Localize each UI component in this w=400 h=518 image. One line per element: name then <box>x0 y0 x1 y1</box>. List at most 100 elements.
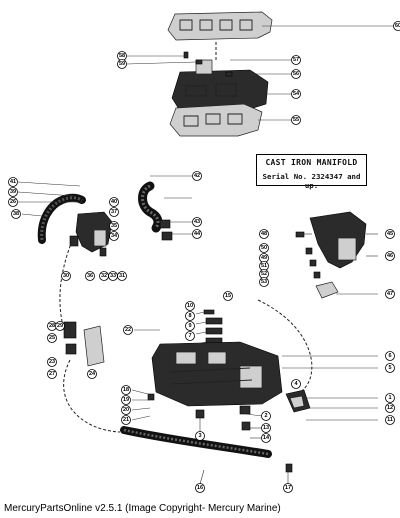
svg-text:51: 51 <box>261 263 267 269</box>
svg-text:33: 33 <box>110 273 116 279</box>
callout: 4 <box>291 379 301 389</box>
copyright-footer: MercuryPartsOnline v2.5.1 (Image Copyrig… <box>4 503 281 514</box>
svg-text:1: 1 <box>388 395 391 401</box>
callout: 34 <box>109 231 119 241</box>
callout: 53 <box>259 277 269 287</box>
svg-text:17: 17 <box>285 485 291 491</box>
callout: 29 <box>55 321 65 331</box>
svg-text:19: 19 <box>123 397 129 403</box>
small-fasteners-bottom <box>147 393 293 473</box>
callout: 16 <box>195 483 205 493</box>
lower-hose <box>120 426 272 458</box>
callout: 44 <box>192 229 202 239</box>
callout: 46 <box>385 251 395 261</box>
svg-text:57: 57 <box>293 57 299 63</box>
svg-text:12: 12 <box>387 405 393 411</box>
callout: 27 <box>47 369 57 379</box>
callout: 45 <box>385 229 395 239</box>
right-gasket <box>315 281 339 299</box>
svg-text:43: 43 <box>194 219 200 225</box>
callout: 24 <box>87 369 97 379</box>
svg-text:2: 2 <box>264 413 267 419</box>
svg-text:47: 47 <box>387 291 393 297</box>
svg-text:41: 41 <box>10 179 16 185</box>
callout: 22 <box>123 325 133 335</box>
leader-lines <box>17 25 395 485</box>
svg-text:23: 23 <box>49 359 55 365</box>
svg-text:24: 24 <box>89 371 96 377</box>
lower-gasket <box>169 103 263 137</box>
svg-text:11: 11 <box>387 417 393 423</box>
callout: 32 <box>99 271 109 281</box>
callout: 11 <box>385 415 395 425</box>
callout: 43 <box>192 217 202 227</box>
svg-text:18: 18 <box>123 387 129 393</box>
callout: 38 <box>11 209 21 219</box>
callout: 17 <box>283 483 293 493</box>
exploded-parts-diagram: 60 58 59 57 56 54 55 41 39 26 38 42 40 3… <box>8 11 400 493</box>
callout: 10 <box>185 301 195 311</box>
svg-text:14: 14 <box>263 435 270 441</box>
svg-text:52: 52 <box>261 271 267 277</box>
callout: 23 <box>47 357 57 367</box>
thermostat-housing-cluster <box>69 211 113 257</box>
svg-text:48: 48 <box>261 231 267 237</box>
svg-text:46: 46 <box>387 253 393 259</box>
caption-title: CAST IRON MANIFOLD <box>265 158 358 167</box>
callout: 31 <box>117 271 127 281</box>
svg-text:32: 32 <box>101 273 107 279</box>
callout: 3 <box>195 431 205 441</box>
svg-text:35: 35 <box>111 223 117 229</box>
dashed-hose-left <box>59 235 75 331</box>
callout: 1 <box>385 393 395 403</box>
svg-text:56: 56 <box>293 71 299 77</box>
left-plate-gasket <box>63 321 105 367</box>
small-fasteners-top <box>183 51 233 77</box>
callout: 40 <box>109 197 119 207</box>
svg-text:54: 54 <box>293 91 300 97</box>
svg-text:28: 28 <box>49 323 55 329</box>
svg-text:37: 37 <box>111 209 117 215</box>
svg-text:53: 53 <box>261 279 267 285</box>
callout: 56 <box>291 69 301 79</box>
callout: 13 <box>261 423 271 433</box>
svg-text:38: 38 <box>13 211 19 217</box>
svg-text:30: 30 <box>63 273 69 279</box>
svg-text:50: 50 <box>261 245 267 251</box>
middle-hose <box>138 181 173 241</box>
callout: 37 <box>109 207 119 217</box>
svg-text:31: 31 <box>119 273 125 279</box>
svg-text:60: 60 <box>395 23 400 29</box>
diagram-caption: CAST IRON MANIFOLD Serial No. 2324347 an… <box>256 154 367 190</box>
callout: 12 <box>385 403 395 413</box>
callout: 8 <box>185 311 195 321</box>
callout: 50 <box>259 243 269 253</box>
callout: 15 <box>223 291 233 301</box>
callout: 20 <box>121 405 131 415</box>
callout: 5 <box>385 363 395 373</box>
small-fasteners-center <box>203 309 223 344</box>
callout: 9 <box>185 321 195 331</box>
callout: 41 <box>8 177 18 187</box>
callout: 25 <box>47 333 57 343</box>
callout: 2 <box>261 411 271 421</box>
svg-text:16: 16 <box>197 485 203 491</box>
callout-labels: 60 58 59 57 56 54 55 41 39 26 38 42 40 3… <box>8 21 400 493</box>
svg-text:36: 36 <box>87 273 93 279</box>
svg-text:8: 8 <box>188 313 191 319</box>
callout: 33 <box>108 271 118 281</box>
svg-text:55: 55 <box>293 117 299 123</box>
main-manifold <box>151 341 283 407</box>
svg-text:49: 49 <box>261 255 267 261</box>
callout: 39 <box>8 187 18 197</box>
svg-text:3: 3 <box>198 433 201 439</box>
callout: 47 <box>385 289 395 299</box>
svg-text:13: 13 <box>263 425 269 431</box>
svg-text:59: 59 <box>119 61 125 67</box>
callout: 36 <box>85 271 95 281</box>
callout: 60 <box>393 21 400 31</box>
callout: 57 <box>291 55 301 65</box>
callout: 59 <box>117 59 127 69</box>
callout: 54 <box>291 89 301 99</box>
svg-text:34: 34 <box>111 233 118 239</box>
